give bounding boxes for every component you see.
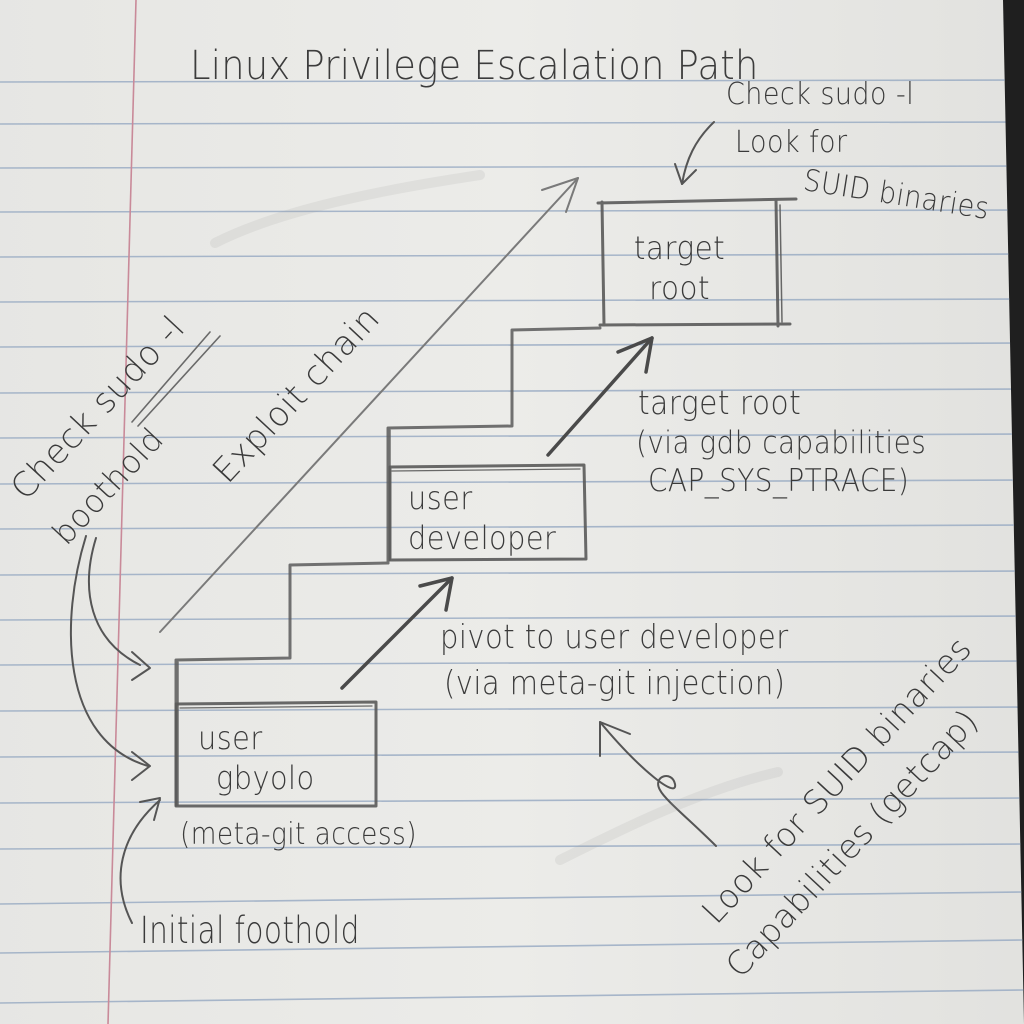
- arrow-up-right-icon: [546, 336, 654, 457]
- arrow-up-right-icon: [340, 576, 454, 690]
- edge-pivot-label-2: (via meta-git injection): [444, 663, 786, 702]
- box-developer: [388, 463, 588, 562]
- node-developer-line2: developer: [408, 519, 557, 557]
- initial-foothold-label: Initial foothold: [140, 909, 360, 952]
- box-root: [596, 197, 798, 328]
- node-gbyolo-subtitle: (meta-git access): [180, 817, 417, 852]
- node-gbyolo-line2: gbyolo: [216, 759, 315, 797]
- margin-line: [107, 0, 137, 1024]
- box-gbyolo: [174, 700, 378, 808]
- node-gbyolo-label: user gbyolo: [198, 718, 315, 798]
- page-title: Linux Privilege Escalation Path: [190, 43, 759, 89]
- arrow-down-icon: [674, 121, 715, 185]
- node-developer-label: user developer: [408, 478, 556, 558]
- edge-root-label-3: CAP_SYS_PTRACE): [648, 463, 910, 499]
- underline-strokes: [131, 331, 221, 427]
- edge-pivot-label-1: pivot to user developer: [440, 617, 789, 656]
- node-developer-line1: user: [408, 479, 473, 517]
- curved-arrow-icon: [69, 535, 151, 781]
- node-gbyolo-line1: user: [198, 719, 263, 757]
- edge-root-label-1: target root: [638, 383, 802, 422]
- curved-arrow-icon: [119, 797, 161, 924]
- node-root-label: target root: [628, 228, 731, 308]
- node-root-line1: target: [633, 229, 726, 267]
- node-root-line2: root: [649, 269, 710, 307]
- looped-arrow-icon: [599, 721, 717, 847]
- edge-root-label-2: (via gdb capabilities: [636, 425, 927, 461]
- note-look-for: Look for: [735, 125, 848, 160]
- exploit-chain-arrow: [159, 177, 579, 633]
- eraser-smudge: [210, 170, 783, 865]
- note-check-sudo: Check sudo -l: [726, 77, 915, 112]
